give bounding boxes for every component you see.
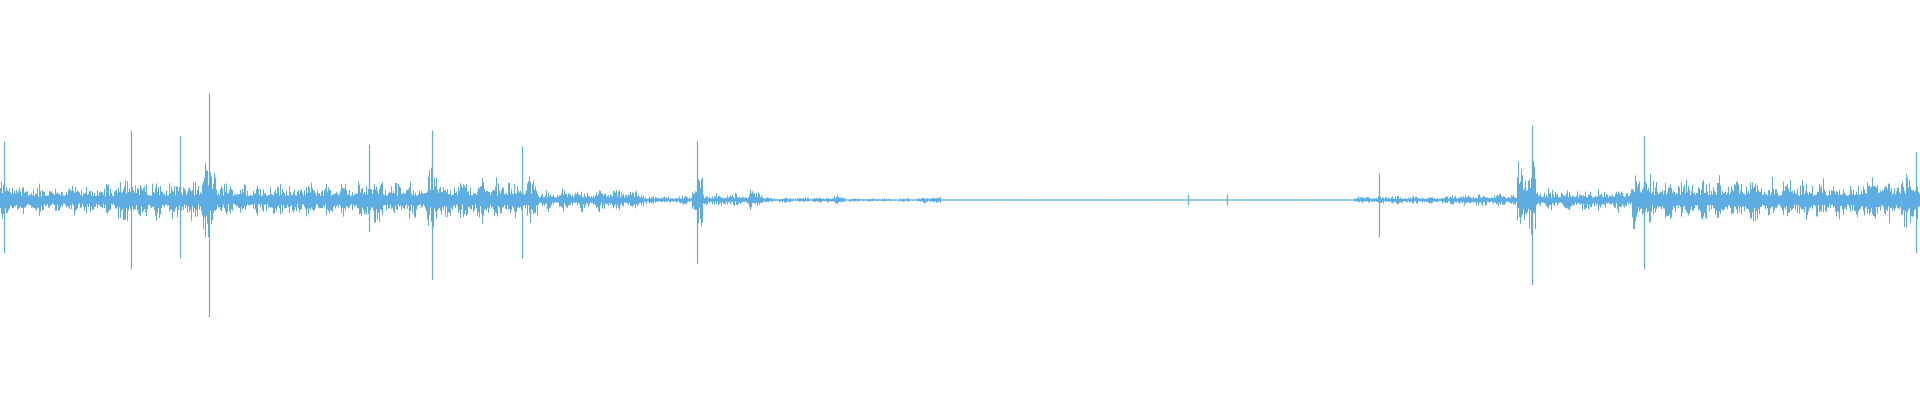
waveform-envelope [0,156,1920,238]
waveform-bars [0,93,1920,317]
